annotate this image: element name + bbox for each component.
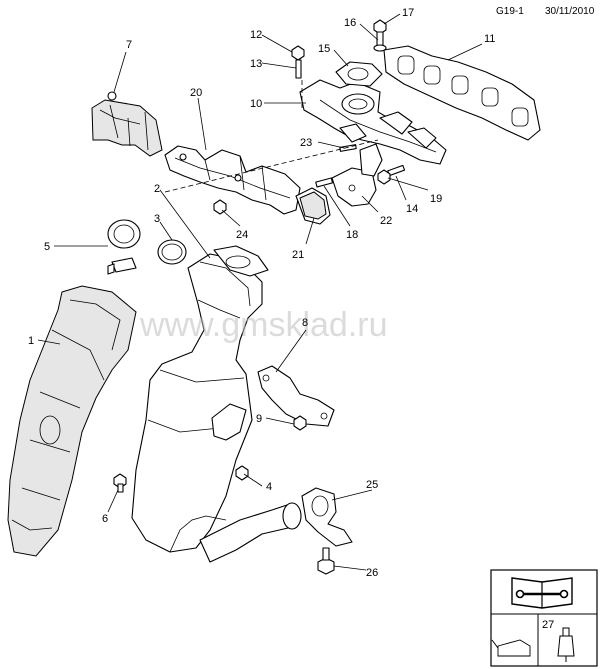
callout-20: 20 [190, 87, 202, 99]
nut-part-4 [235, 465, 249, 481]
leader-lines [37, 13, 483, 571]
gasket-part-3 [157, 239, 187, 265]
nut-part-12 [291, 45, 305, 61]
legend-box: 27 [490, 569, 598, 667]
outlet-pipe [199, 502, 302, 563]
callout-26: 26 [366, 567, 378, 579]
oil-can-icon [491, 639, 531, 657]
callout-15: 15 [318, 43, 330, 55]
manual-book-icon [511, 577, 573, 609]
callout-21: 21 [292, 249, 304, 261]
callout-23: 23 [300, 137, 312, 149]
bolt-part-9 [293, 415, 307, 431]
callout-2: 2 [154, 183, 160, 195]
callout-3: 3 [154, 213, 160, 225]
callout-25: 25 [366, 479, 378, 491]
bolt-part-26 [317, 547, 335, 575]
nut-part-19 [377, 169, 391, 185]
callout-19: 19 [430, 193, 442, 205]
clamp-part-5 [107, 219, 141, 275]
lower-heat-shield-part-1 [7, 285, 137, 557]
callout-11: 11 [484, 33, 495, 45]
page-date: 30/11/2010 [545, 6, 595, 17]
callout-5: 5 [44, 241, 50, 253]
bolt-part-18 [315, 177, 334, 188]
callout-10: 10 [250, 98, 262, 110]
callout-9: 9 [256, 413, 262, 425]
callout-17: 17 [402, 7, 414, 19]
page-code: G19-1 [496, 6, 524, 17]
heat-shield-part-21 [295, 187, 331, 225]
callout-1: 1 [28, 335, 34, 347]
watermark-text: www.gmsklad.ru [139, 306, 388, 344]
callout-24: 24 [236, 229, 248, 241]
catalytic-converter-part-2 [131, 245, 269, 553]
sensor-part-6 [113, 473, 127, 493]
callout-7: 7 [126, 39, 132, 51]
sealant-tube-icon [557, 627, 575, 662]
callout-6: 6 [102, 513, 108, 525]
callout-12: 12 [250, 29, 262, 41]
callout-22: 22 [380, 215, 392, 227]
exhaust-manifold-part-10 [299, 79, 447, 165]
legend-part-27-label: 27 [542, 619, 554, 631]
callout-14: 14 [406, 203, 418, 215]
washer-part-16 [373, 44, 387, 52]
stud-part-13 [295, 59, 302, 79]
bracket-part-22 [331, 143, 383, 207]
callout-16: 16 [344, 17, 356, 29]
callout-8: 8 [302, 317, 308, 329]
manifold-heat-shield-part-20 [164, 145, 301, 215]
support-bracket-part-8 [211, 365, 335, 441]
callout-18: 18 [346, 229, 358, 241]
callout-4: 4 [266, 481, 272, 493]
gasket-part-15 [335, 61, 383, 87]
callout-13: 13 [250, 58, 262, 70]
pipe-clamp-part-25 [301, 487, 353, 547]
assembly-line [164, 139, 379, 193]
heat-shield-part-7 [91, 91, 163, 157]
manifold-gasket-part-11 [383, 45, 541, 141]
